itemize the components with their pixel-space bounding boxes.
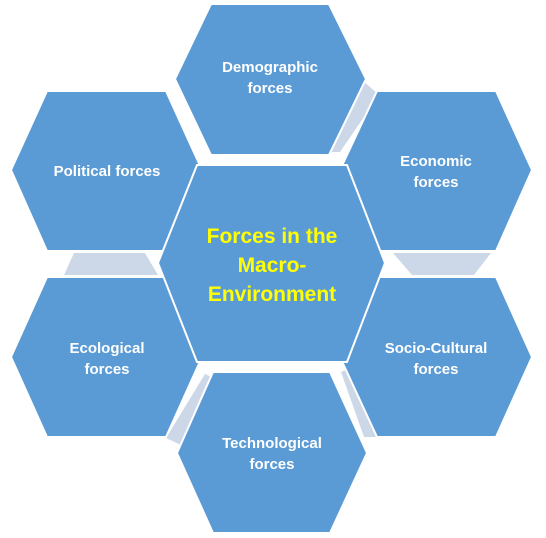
node-label-economic-line2: forces — [413, 174, 459, 191]
center-title-line1: Forces in the — [206, 224, 338, 248]
node-label-ecological-line2: forces — [84, 361, 130, 378]
node-label-ecological: Ecological forces — [32, 336, 182, 382]
node-label-socio-cultural: Socio-Cultural forces — [361, 336, 511, 382]
node-label-demographic-line2: forces — [247, 80, 293, 97]
connector-economic-socio-cultural — [393, 253, 491, 275]
hexagon-center — [156, 164, 387, 363]
node-label-ecological-line1: Ecological — [69, 340, 145, 357]
connector-ecological-political — [64, 253, 158, 275]
node-label-technological-line1: Technological — [222, 435, 322, 452]
node-label-political: Political forces — [27, 159, 187, 183]
node-label-economic-line1: Economic — [400, 153, 472, 170]
node-label-socio-cultural-line2: forces — [413, 361, 459, 378]
node-label-political-line1: Political forces — [53, 162, 161, 180]
hexagon-technological — [175, 371, 369, 534]
center-title-line3: Environment — [207, 282, 337, 306]
node-label-technological: Technological forces — [197, 431, 347, 477]
node-label-demographic-line1: Demographic — [222, 59, 318, 76]
center-title: Forces in the Macro- Environment — [182, 221, 362, 309]
center-title-line2: Macro- — [237, 253, 307, 277]
node-label-socio-cultural-line1: Socio-Cultural — [384, 340, 488, 357]
hexagon-demographic — [173, 3, 368, 156]
node-label-demographic: Demographic forces — [195, 55, 345, 101]
node-label-economic: Economic forces — [361, 149, 511, 195]
node-label-technological-line2: forces — [249, 456, 295, 473]
